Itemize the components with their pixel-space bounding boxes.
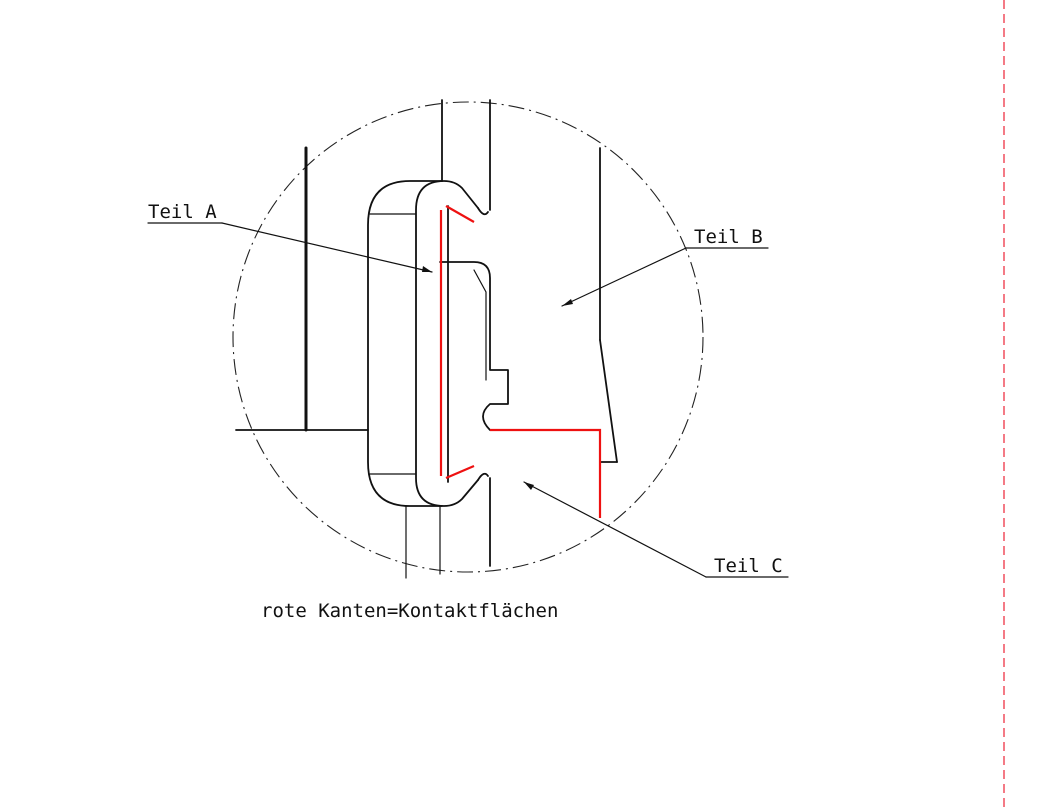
label-teil-a: Teil A bbox=[148, 201, 217, 223]
label-teil-c: Teil C bbox=[714, 555, 783, 577]
left-housing bbox=[235, 146, 369, 432]
part-a-outer-body bbox=[367, 180, 443, 579]
leader-teil-b bbox=[561, 247, 769, 307]
label-teil-b: Teil B bbox=[694, 226, 763, 248]
contact-edges bbox=[439, 205, 602, 518]
part-a-c-clip bbox=[415, 180, 489, 507]
part-b bbox=[441, 99, 618, 567]
caption-contact-surfaces: rote Kanten=Kontaktflächen bbox=[261, 600, 558, 622]
part-b-inner-contour bbox=[439, 261, 601, 431]
leader-teil-c bbox=[523, 481, 789, 578]
leader-teil-a bbox=[147, 222, 433, 273]
detail-circle bbox=[232, 101, 704, 573]
